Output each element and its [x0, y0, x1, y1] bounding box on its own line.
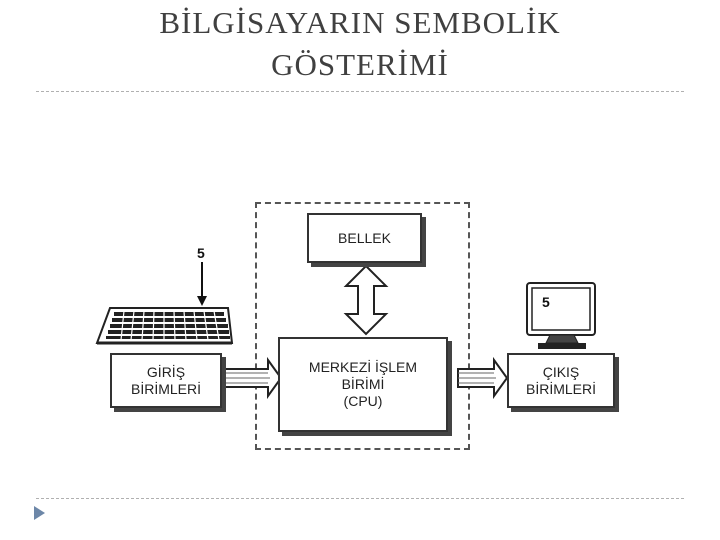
monitor-number: 5: [542, 294, 550, 310]
